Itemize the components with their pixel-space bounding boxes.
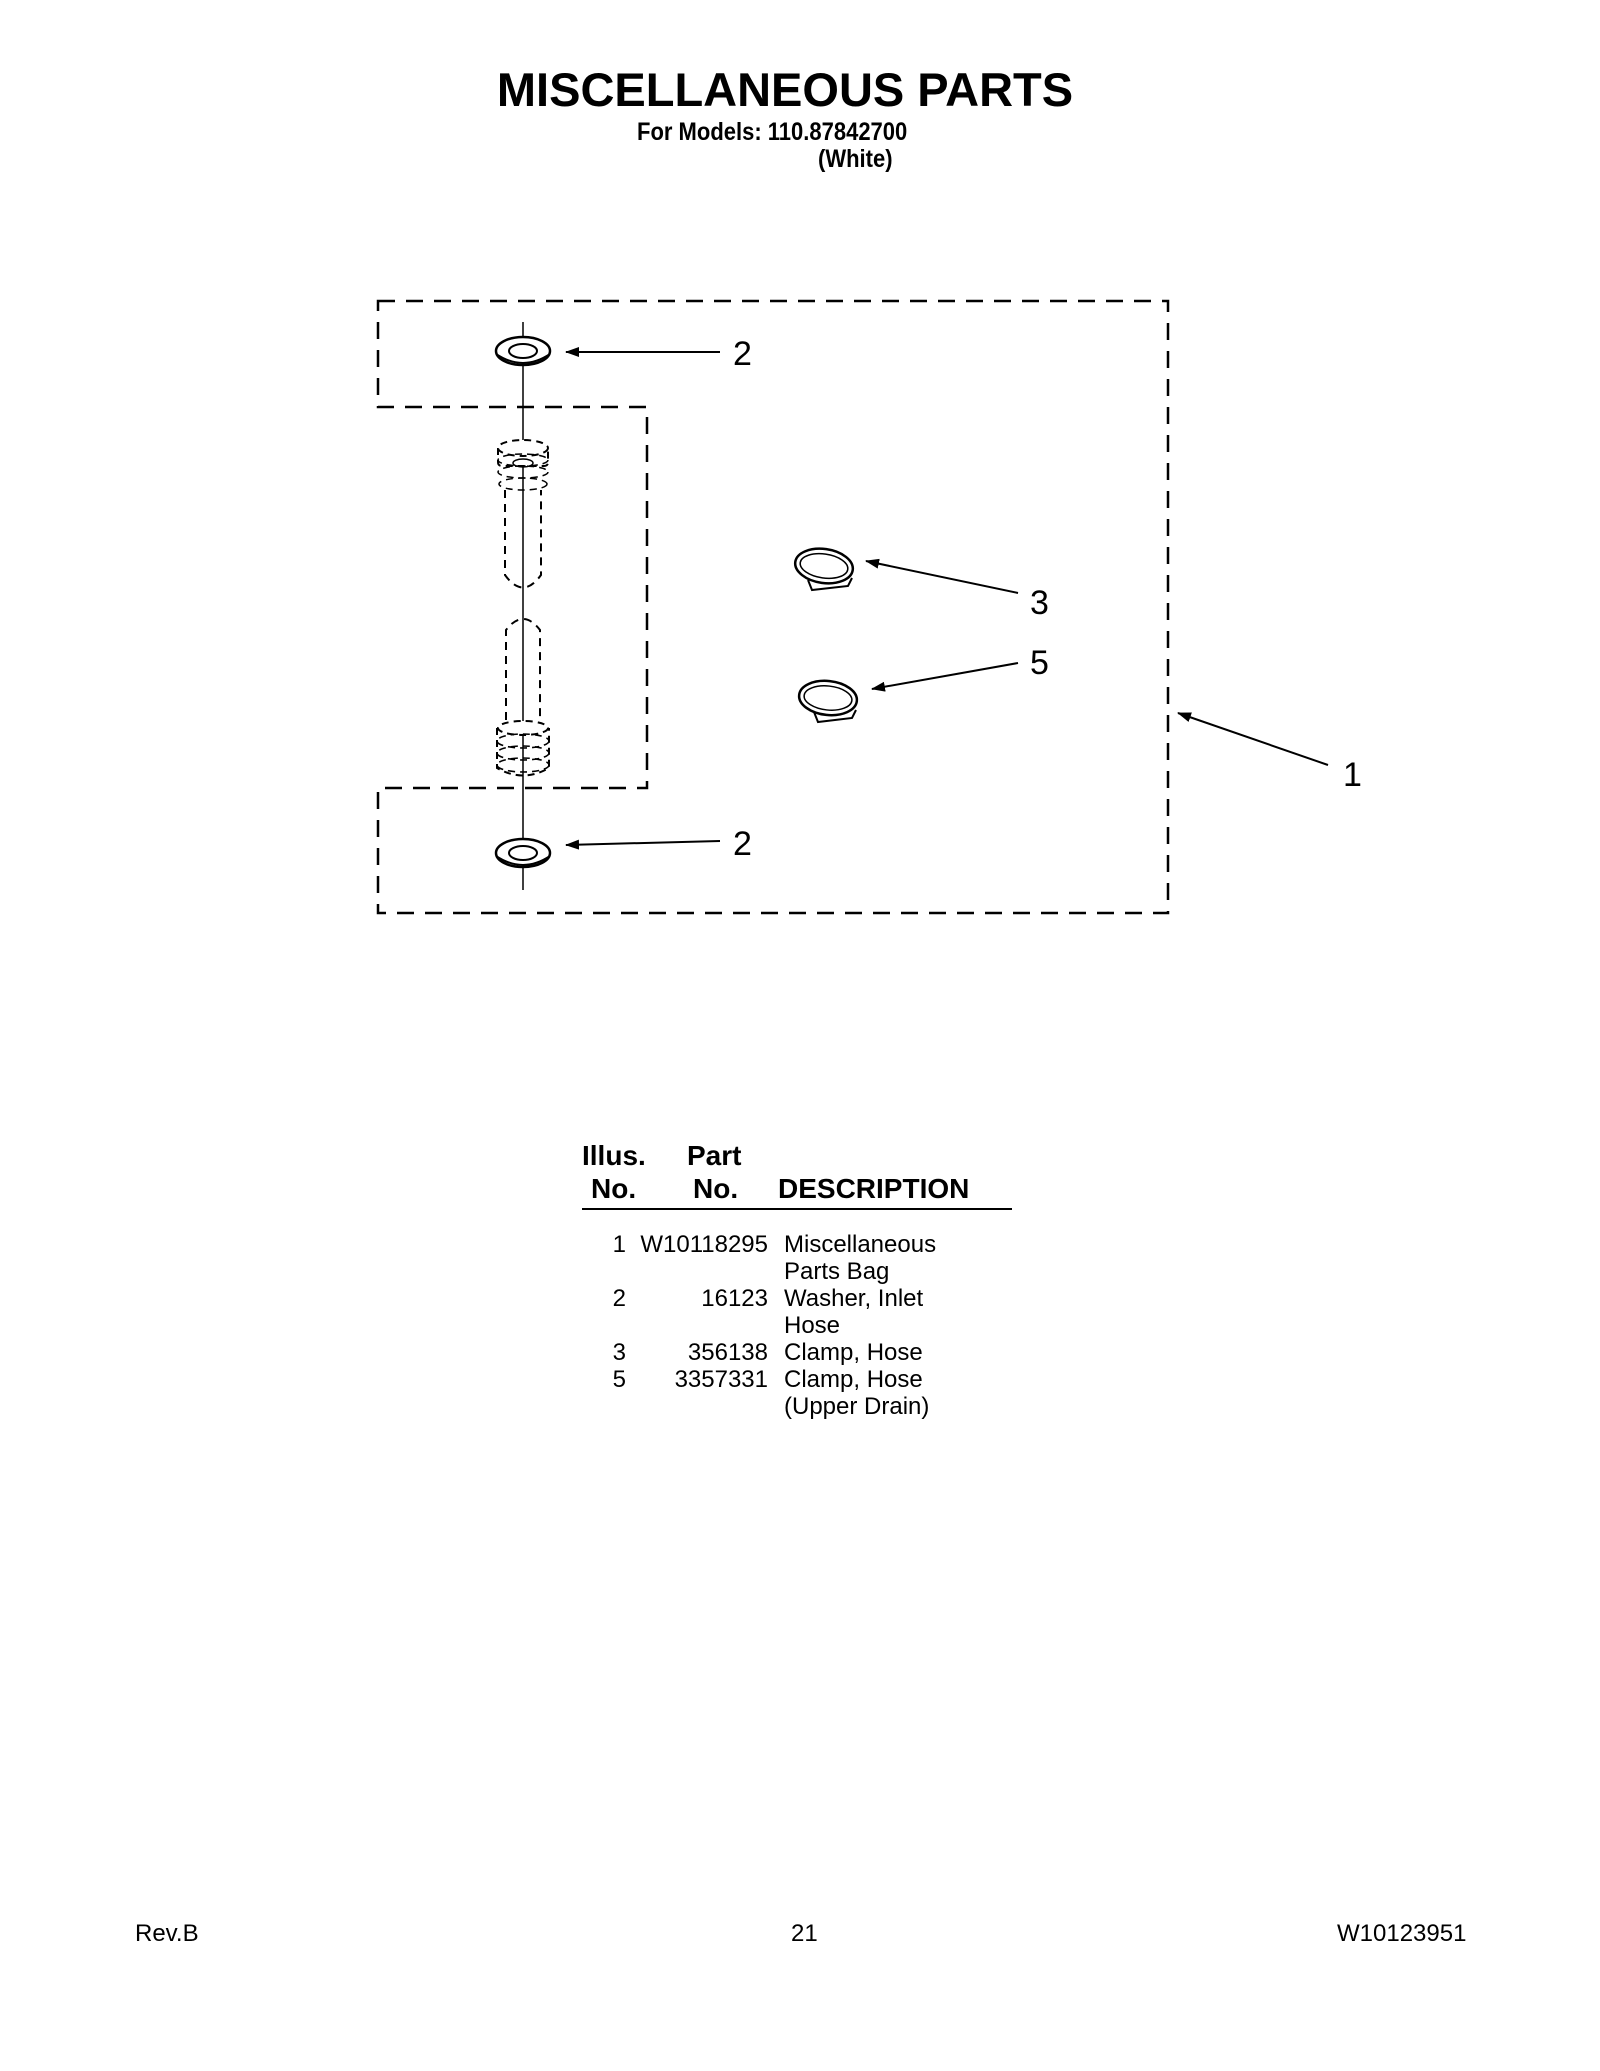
washer-bottom-icon [494, 837, 552, 869]
row-description-cont: Parts Bag [784, 1258, 890, 1285]
col-part-header-2: No. [693, 1173, 739, 1204]
row-part-no: 3357331 [674, 1366, 768, 1393]
inlet-hose-lower-icon [496, 618, 550, 777]
row-part-no: 16123 [701, 1285, 768, 1312]
inlet-hose-upper-icon [497, 439, 549, 589]
table-header-rule [582, 1208, 1012, 1210]
row-description: Washer, Inlet [784, 1285, 924, 1312]
col-illus-header-2: No. [591, 1173, 637, 1204]
row-description-cont: (Upper Drain) [784, 1393, 930, 1420]
col-illus-header-1: Illus. [582, 1140, 646, 1171]
col-desc-header: DESCRIPTION [778, 1173, 970, 1204]
color-line: (White) [818, 145, 893, 173]
callout-1: 1 [1343, 756, 1362, 794]
hose-clamp-upper-drain-icon [797, 679, 859, 724]
row-description: Miscellaneous [784, 1231, 937, 1258]
document-number: W10123951 [1337, 1920, 1467, 1947]
callout-2-bottom: 2 [733, 825, 752, 863]
row-illus-no: 5 [612, 1366, 626, 1393]
hose-clamp-icon [793, 547, 855, 592]
callout-2-top: 2 [733, 335, 752, 373]
page-number: 21 [791, 1920, 818, 1947]
parts-bag-outline [376, 299, 1170, 915]
row-part-no: 356138 [687, 1339, 768, 1366]
col-part-header-1: Part [687, 1140, 742, 1171]
row-part-no: W10118295 [640, 1231, 768, 1258]
callout-3: 3 [1030, 584, 1049, 622]
washer-top-icon [494, 335, 552, 367]
callout-5: 5 [1030, 644, 1049, 682]
row-illus-no: 3 [612, 1339, 626, 1366]
row-illus-no: 2 [612, 1285, 626, 1312]
models-line: For Models: 110.87842700 [637, 118, 908, 146]
row-description: Clamp, Hose [784, 1339, 923, 1366]
row-description-cont: Hose [784, 1312, 841, 1339]
row-description: Clamp, Hose [784, 1366, 923, 1393]
page-title: MISCELLANEOUS PARTS [496, 63, 1074, 116]
row-illus-no: 1 [612, 1231, 626, 1258]
revision-label: Rev.B [135, 1920, 199, 1947]
